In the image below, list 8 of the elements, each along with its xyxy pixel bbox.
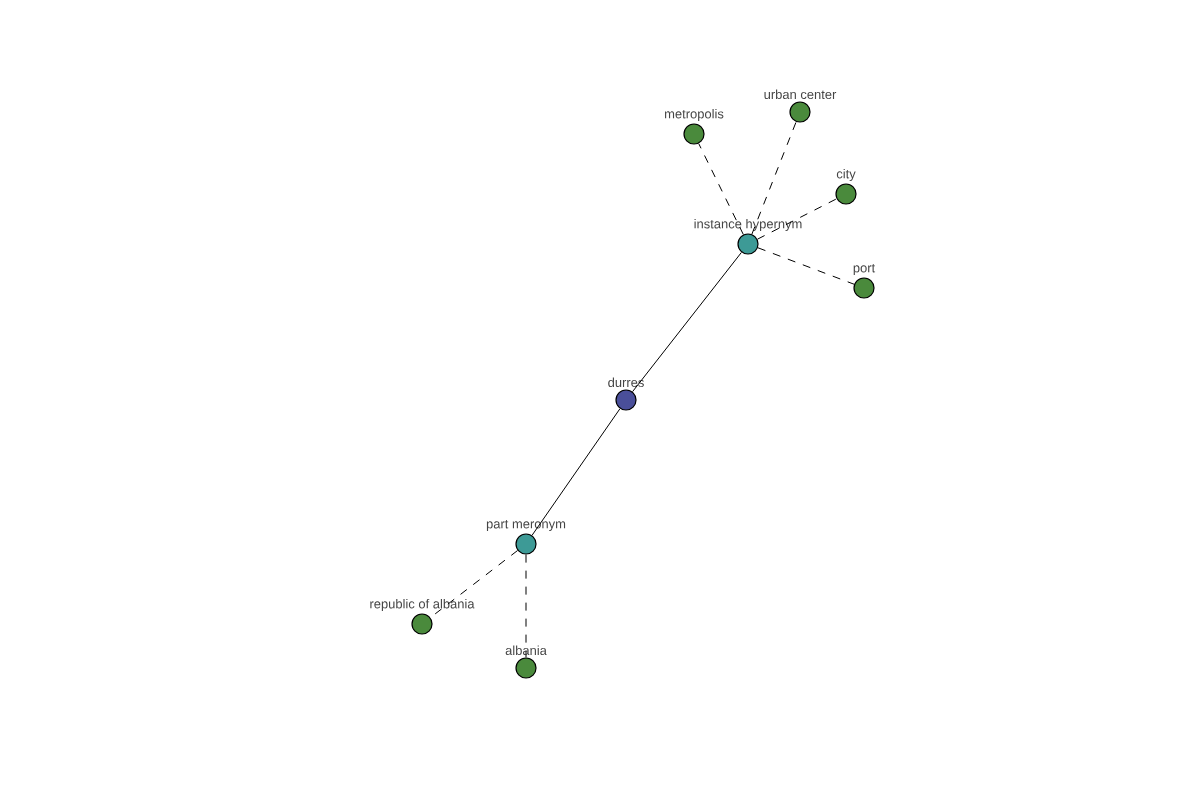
connector-line [751, 121, 797, 235]
connector-line [698, 143, 744, 235]
connector-line [632, 251, 742, 393]
connector-line [756, 198, 838, 240]
connector-line [757, 247, 855, 285]
connector-line [429, 550, 519, 619]
connector-line [525, 554, 527, 658]
connector-line [531, 408, 621, 536]
